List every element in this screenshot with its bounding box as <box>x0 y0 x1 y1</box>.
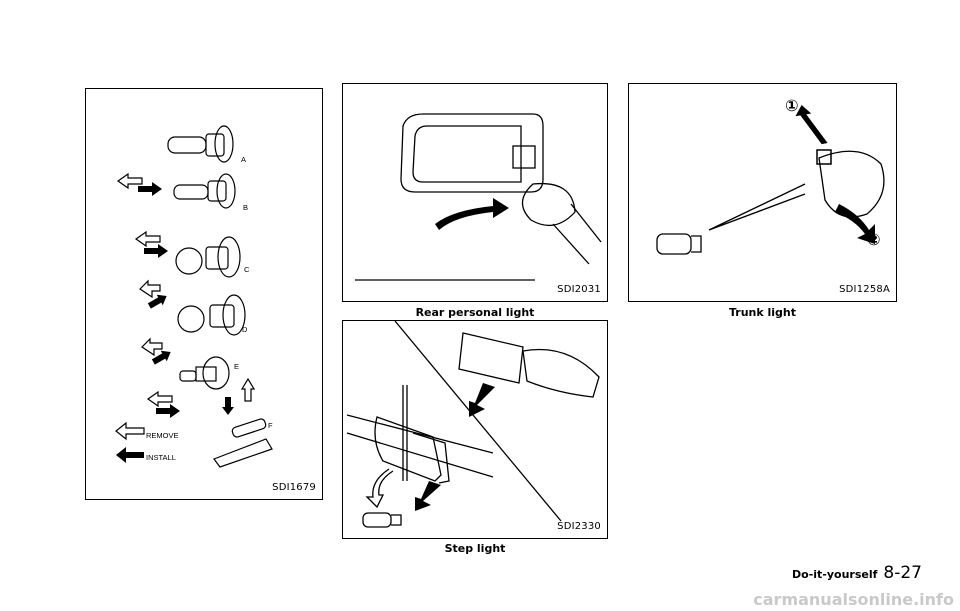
watermark: carmanualsonline.info <box>753 590 954 609</box>
legend-remove-label: REMOVE <box>146 431 179 440</box>
figure-code: SDI2330 <box>557 521 601 532</box>
figure-code: SDI1679 <box>272 482 316 493</box>
rear-personal-light-illustration <box>355 113 602 281</box>
trunk-light-illustration <box>656 104 885 255</box>
figure-code: SDI2031 <box>557 284 601 295</box>
label-e: E <box>234 362 240 371</box>
caption-trunk-light: Trunk light <box>728 306 797 319</box>
section-title: Do-it-yourself <box>792 568 878 581</box>
label-b: B <box>243 203 249 212</box>
step-light-illustration <box>346 321 600 528</box>
figure-trunk-light: ① ② SDI1258A <box>628 83 897 302</box>
label-d: D <box>242 325 248 334</box>
marker-2: ② <box>867 230 881 249</box>
label-c: C <box>244 265 250 274</box>
label-a: A <box>241 155 247 164</box>
label-f: F <box>268 421 273 430</box>
page-footer: Do-it-yourself 8-27 <box>792 563 922 583</box>
bulb-types-illustration <box>115 125 273 468</box>
figure-step-light: SDI2330 <box>342 320 608 539</box>
figure-rear-personal-light: SDI2031 <box>342 83 608 302</box>
figure-code: SDI1258A <box>839 284 890 295</box>
page-number: 8-27 <box>883 563 922 583</box>
figure-bulb-types: A B C D E F REMOVE INSTALL SDI1679 <box>85 88 323 500</box>
caption-step-light: Step light <box>444 542 506 555</box>
caption-rear-personal-light: Rear personal light <box>415 306 535 319</box>
marker-1: ① <box>785 96 799 115</box>
legend-install-label: INSTALL <box>146 453 176 462</box>
